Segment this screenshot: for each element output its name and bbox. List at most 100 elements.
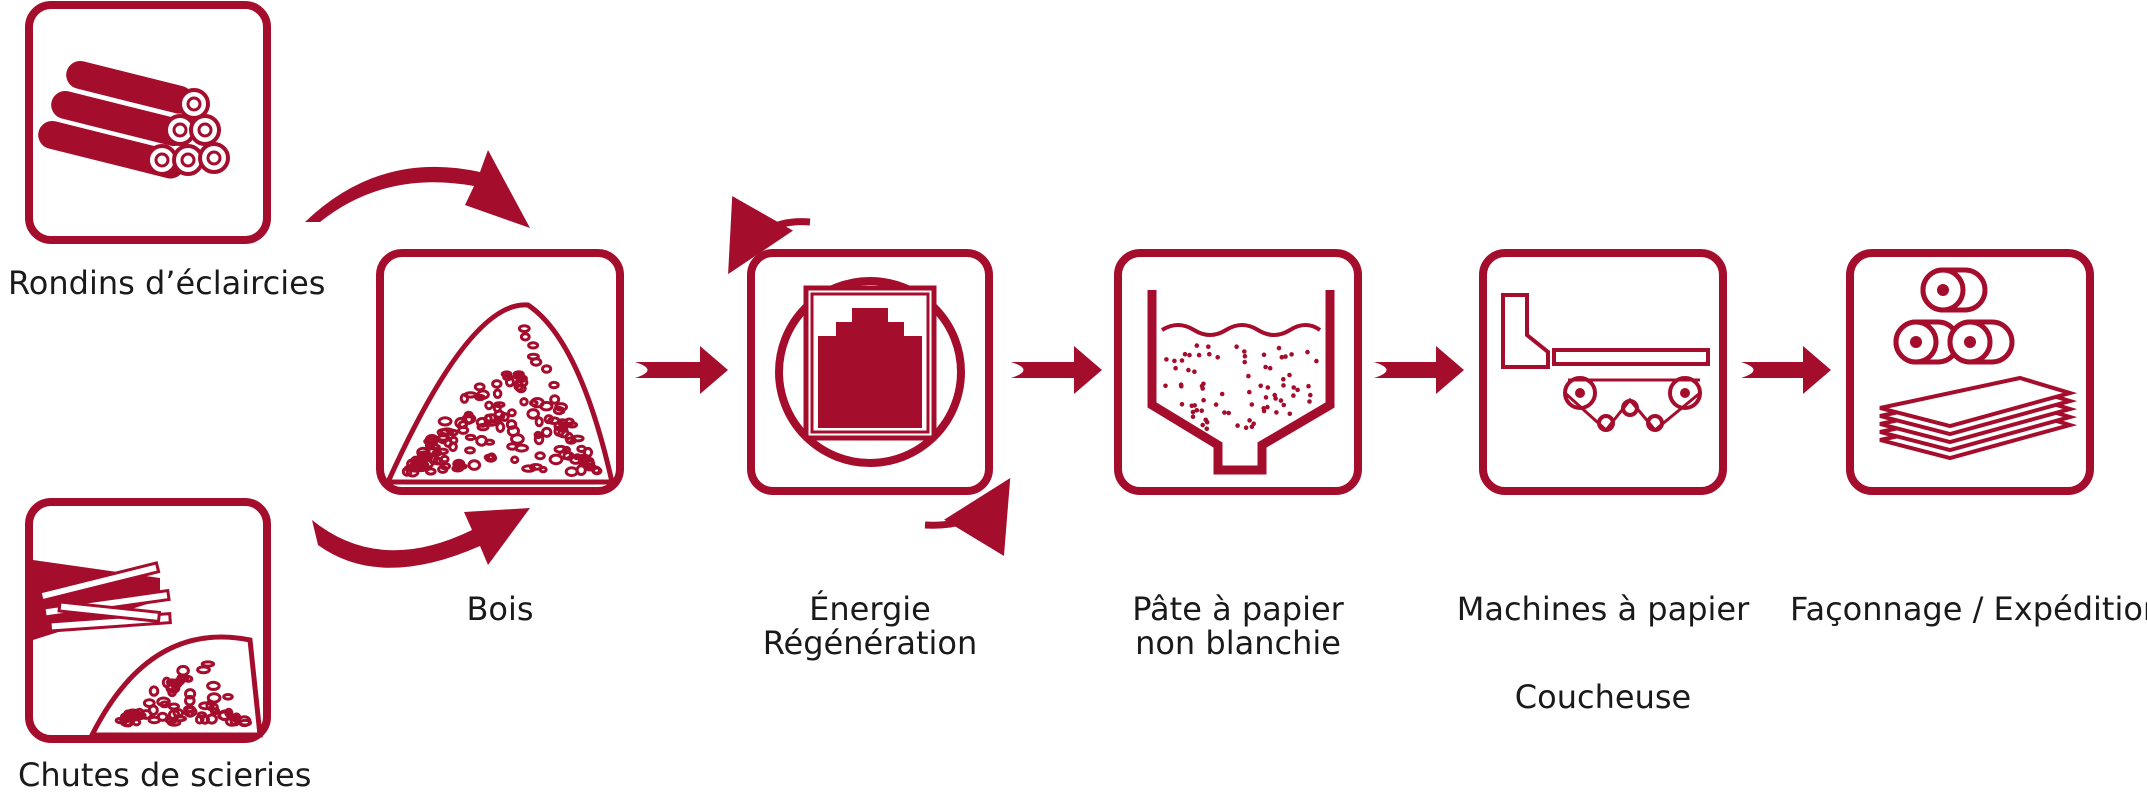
pulp-dot (1263, 364, 1268, 370)
wood-chip (427, 436, 438, 445)
wood-chip (432, 456, 443, 466)
source-label-chutes: Chutes de scieries (18, 756, 312, 794)
pulp-dot (1222, 410, 1227, 415)
pulp-dot (1258, 383, 1263, 389)
wood-chip (539, 400, 554, 412)
pulp-dot (1281, 377, 1286, 382)
wood-chip (486, 452, 497, 462)
wood-chip (427, 446, 438, 457)
pulp-dot (1276, 345, 1282, 351)
wood-chip (564, 466, 579, 478)
step-label-bois: Bois (420, 592, 580, 626)
pulp-dot (1287, 372, 1292, 378)
pulp-dot (1178, 382, 1184, 388)
wood-chip (218, 709, 233, 722)
wood-chip (167, 702, 180, 711)
wood-chip (533, 433, 545, 446)
pulp-dot (1306, 383, 1311, 389)
pulp-dot (1289, 352, 1294, 357)
pulp-dot (1265, 404, 1270, 410)
wood-chip (198, 701, 213, 711)
pulp-dot (1246, 373, 1251, 379)
wood-chip (194, 714, 205, 725)
pulp-dot (1235, 423, 1240, 428)
wood-chip (510, 433, 525, 445)
pulp-dot (1194, 408, 1200, 413)
wood-chip (507, 408, 517, 418)
wood-chip (549, 394, 561, 405)
step-label-pate: Pâte à papier non blanchie (1098, 592, 1378, 660)
wood-chip (553, 444, 568, 454)
sawmill-box (25, 498, 271, 743)
wood-chip (205, 713, 218, 725)
wood-chip (425, 467, 437, 476)
pulp-dot (1247, 389, 1252, 395)
wood-chips-icon (384, 302, 616, 485)
wood-chip (529, 399, 539, 407)
pulp-dot (1308, 392, 1313, 398)
pulp-dot (1265, 385, 1271, 390)
wood-chip (476, 422, 490, 432)
wood-chip (142, 698, 156, 708)
pulp-dot (1267, 365, 1273, 371)
step-label-line: non blanchie (1135, 624, 1341, 662)
wood-chip (491, 379, 503, 389)
step-sublabel-coucheuse: Coucheuse (1514, 678, 1692, 716)
wood-chip (492, 388, 503, 399)
energie-box (747, 249, 993, 495)
pulp-dot (1190, 409, 1196, 415)
pulp-dot (1261, 406, 1266, 411)
pulp-dot (1207, 351, 1212, 357)
pulp-dot (1281, 402, 1287, 408)
pulp-dot (1243, 425, 1249, 431)
pulp-dot (1261, 352, 1267, 358)
step-label-line: Bois (466, 590, 534, 628)
pulp-dot (1283, 354, 1288, 359)
wood-chip (183, 706, 198, 718)
pulp-dot (1307, 399, 1312, 404)
logs-box (25, 1, 271, 244)
pulp-dot (1291, 393, 1296, 398)
pulp-dot (1164, 357, 1169, 362)
pulp-dot (1172, 358, 1177, 364)
pulp-dot (1242, 359, 1247, 365)
flow-arrows (635, 346, 1831, 394)
wood-chip (562, 445, 571, 454)
wood-chip (184, 688, 197, 700)
step-label-faconnage: Façonnage / Expédition (1790, 592, 2147, 626)
source-label-rondins: Rondins d’éclaircies (8, 264, 326, 302)
pulp-dot (1279, 354, 1285, 360)
faconnage-box (1846, 249, 2094, 495)
wood-chip (464, 446, 476, 455)
pulp-dot (1179, 358, 1185, 363)
wood-chip (556, 418, 569, 427)
wood-chip (206, 692, 222, 704)
wood-chip (541, 426, 553, 438)
pulp-dot (1305, 349, 1310, 355)
wood-chip (548, 380, 560, 390)
pulp-dot (1192, 369, 1197, 375)
wood-chip (476, 389, 490, 400)
pulp-dot (1291, 385, 1296, 390)
pulp-dot (1295, 387, 1300, 393)
wood-chip (493, 401, 506, 409)
wood-chip (443, 438, 454, 448)
wood-chip (401, 466, 413, 477)
machine-box (1479, 249, 1727, 495)
wood-chip (543, 414, 554, 425)
pulp-dot (1163, 383, 1168, 389)
wood-chip (206, 680, 221, 692)
source-arrows (305, 150, 530, 568)
pulp-dot (1187, 352, 1192, 358)
pulp-dot (1196, 352, 1202, 358)
wood-chip (238, 718, 252, 727)
pulp-dot (1219, 391, 1225, 397)
paper-machine-icon (1501, 293, 1710, 433)
pulp-tank-icon (1147, 290, 1335, 475)
wood-chip (495, 421, 506, 434)
recirculation-arrows (728, 196, 1011, 557)
pulp-dot (1242, 349, 1247, 354)
pulp-dot (1314, 358, 1319, 364)
wood-chip (200, 660, 216, 668)
